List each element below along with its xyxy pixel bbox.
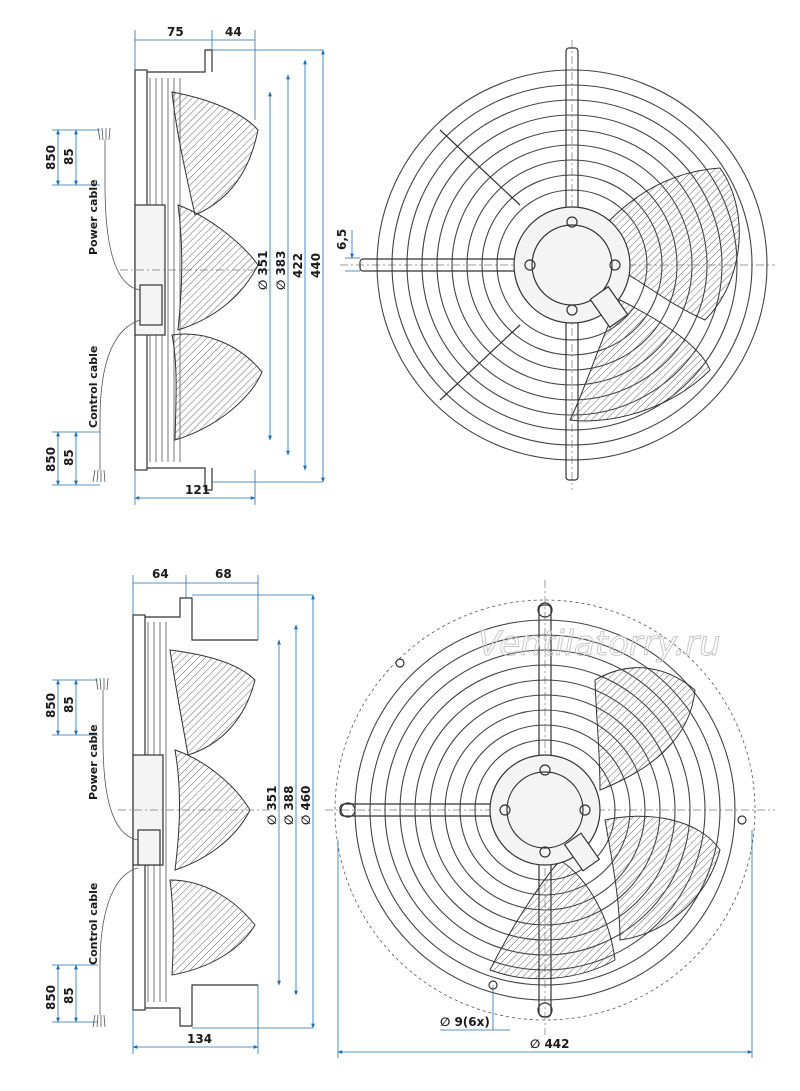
dim-134: 134: [187, 1032, 212, 1046]
front-view-2-blade-bottom: [489, 859, 616, 980]
control-cable-length: 850: [44, 447, 58, 472]
dim-2-388: ∅ 388: [282, 785, 296, 825]
control-cable-2-strip: 85: [62, 987, 76, 1004]
side-view-2-blade-middle: [174, 749, 251, 871]
control-cable-label: Control cable: [87, 346, 100, 428]
side-view-2-blade-top: [169, 649, 256, 756]
power-cable-wires: [97, 127, 111, 141]
front-view-2-hub-inner: [506, 771, 584, 849]
front-view-2-blade-top-right: [594, 667, 696, 791]
dim-121: 121: [185, 483, 210, 497]
front-view-2-mount-hole-left: [340, 802, 356, 818]
control-cable-2-line: [99, 867, 139, 1015]
drawing-1-front-view: 6,5: [335, 40, 775, 490]
dim-68: 68: [215, 567, 232, 581]
front-view-2-motor-hub: [489, 754, 601, 866]
dim-2-351: ∅ 351: [265, 785, 279, 825]
front-view-2-terminal-box: [563, 832, 601, 872]
watermark: Ventilatorry.ru: [478, 624, 721, 664]
side-view-blade-bottom: [171, 333, 263, 441]
power-cable-2-label: Power cable: [87, 724, 100, 800]
side-view-mounting-brackets: [147, 49, 213, 491]
drawing-2-side-view: 64 68 ∅ 351 ∅ 388 ∅ 460 134 850 85 Power…: [44, 567, 315, 1054]
front-view-2-bolt-bottom: [539, 846, 551, 858]
side-view-2-cable-gland: [137, 829, 161, 866]
front-view-2-bolt-top: [539, 764, 551, 776]
front-view-1-bolt-bottom: [566, 304, 578, 316]
control-cable-line: [99, 319, 141, 470]
front-view-2-mount-hole-bottom: [537, 1002, 553, 1018]
side-view-2-blade-bottom: [169, 879, 256, 976]
dim-351: ∅ 351: [256, 250, 270, 290]
power-cable-2-wires: [95, 677, 109, 691]
dim-75: 75: [167, 25, 184, 39]
front-view-1-terminal-box: [589, 285, 629, 329]
dim-64: 64: [152, 567, 169, 581]
control-cable-2-wires: [92, 1014, 106, 1028]
power-cable-2-length: 850: [44, 693, 58, 718]
control-cable-strip: 85: [62, 449, 76, 466]
front-view-1-bolt-top: [566, 216, 578, 228]
front-view-2-bolt-left: [499, 804, 511, 816]
front-view-2-hole-upper-left: [395, 658, 405, 668]
power-cable-length: 850: [44, 145, 58, 170]
drawing-2-front-view: Ventilatorry.ru ∅ 9(6x) ∅ 442: [325, 580, 775, 1058]
side-view-blade-middle: [177, 204, 259, 331]
dim-422: 422: [291, 253, 305, 278]
side-view-blade-top: [171, 91, 259, 216]
power-cable-strip: 85: [62, 148, 76, 165]
power-cable-2-line: [102, 690, 139, 841]
front-view-1-blade-bottom: [569, 299, 711, 422]
control-cable-wires: [92, 469, 106, 483]
front-view-1-blade-right: [609, 167, 740, 321]
power-cable-label: Power cable: [87, 179, 100, 255]
control-cable-2-length: 850: [44, 985, 58, 1010]
front-view-2-blade-right: [604, 815, 721, 941]
dim-hole-diameter: ∅ 9(6x): [440, 1015, 490, 1029]
front-view-1-diag-strut-bottom: [439, 324, 521, 401]
side-view-right-dims: [212, 49, 325, 483]
dim-442: ∅ 442: [530, 1037, 570, 1051]
front-view-2-mount-hole-top: [537, 602, 553, 618]
dim-44: 44: [225, 25, 242, 39]
front-view-2-bolt-right: [579, 804, 591, 816]
dim-6-5: 6,5: [335, 229, 349, 250]
front-view-1-bolt-right: [609, 259, 621, 271]
front-view-2-outer-ring: [334, 599, 756, 1021]
power-cable-line: [104, 140, 141, 291]
front-view-1-diag-strut-top: [439, 129, 521, 206]
front-view-2-hole-right: [737, 815, 747, 825]
drawing-1-side-view: 75 44 ∅ 351 ∅ 383 422 440 121 850 85 Pow…: [44, 25, 325, 505]
side-view-2-right-dims: [192, 594, 315, 1029]
power-cable-2-strip: 85: [62, 696, 76, 713]
dim-2-460: ∅ 460: [299, 785, 313, 825]
control-cable-2-label: Control cable: [87, 883, 100, 965]
front-view-1-bolt-left: [524, 259, 536, 271]
dim-383: ∅ 383: [274, 250, 288, 290]
side-view-cable-gland: [139, 284, 163, 326]
dim-440: 440: [309, 253, 323, 278]
